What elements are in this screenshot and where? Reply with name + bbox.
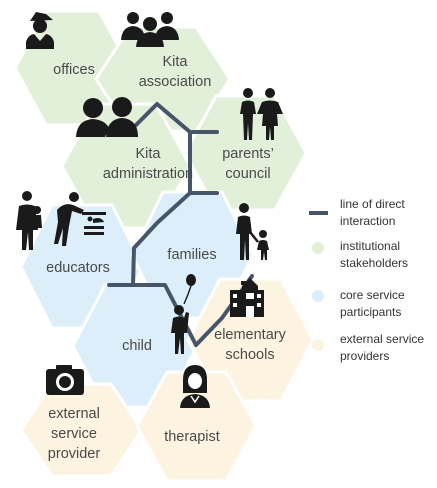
node-label-kita-administration: Kita administration (100, 144, 196, 184)
label-line: Kita (162, 54, 188, 70)
node-label-kita-association: Kita association (130, 52, 220, 92)
label-line: offices (53, 62, 95, 78)
label-line: institutional (340, 239, 401, 253)
label-line: external (48, 406, 100, 422)
label-line: therapist (164, 429, 220, 445)
label-line: child (122, 338, 152, 354)
group-of-three-icon (121, 12, 179, 47)
legend-institutional-dot (312, 242, 324, 254)
node-label-offices: offices (34, 60, 114, 80)
parent-and-child-icon (236, 203, 269, 260)
label-line: stakeholders (340, 255, 409, 270)
legend-core-dot (312, 290, 324, 302)
school-building-icon (230, 278, 264, 317)
label-line: parents’ (222, 146, 274, 162)
label-line: participants (340, 304, 402, 319)
node-label-external-service-provider: external service provider (34, 404, 114, 464)
node-label-elementary-schools: elementary schools (205, 325, 295, 365)
label-line: elementary (214, 327, 286, 343)
legend-label-core: core service participants (340, 287, 405, 320)
node-label-educators: educators (34, 258, 122, 278)
node-label-parents-council: parents’ council (208, 144, 288, 184)
label-line: core service (340, 288, 405, 302)
educator-with-children-icon (16, 191, 106, 250)
legend-label-line: line of direct interaction (340, 196, 405, 229)
couple-icon (240, 88, 283, 140)
label-line: council (225, 166, 271, 182)
label-line: external service (340, 332, 425, 346)
camera-icon (46, 365, 84, 395)
label-line: service (51, 426, 97, 442)
office-worker-icon (26, 12, 54, 49)
label-line: Kita (135, 146, 161, 162)
node-label-therapist: therapist (152, 427, 232, 447)
label-line: line of direct (340, 197, 405, 211)
child-with-balloon-icon (171, 274, 196, 354)
legend-label-external: external service providers (340, 331, 424, 364)
label-line: association (138, 74, 212, 90)
legend-label-institutional: institutional stakeholders (340, 238, 408, 271)
therapist-icon (180, 365, 210, 408)
node-label-families: families (152, 245, 232, 265)
label-line: educators (46, 260, 110, 276)
label-line: provider (47, 446, 101, 462)
label-line: interaction (340, 213, 396, 228)
hex-therapist (135, 370, 258, 483)
label-line: schools (225, 347, 275, 363)
label-line: families (167, 247, 217, 263)
two-people-icon (76, 97, 138, 137)
label-line: administration (102, 166, 194, 182)
node-label-child: child (112, 336, 162, 356)
legend-external-dot (312, 339, 324, 351)
label-line: providers (340, 348, 390, 363)
hex-external-service-provider (19, 382, 144, 478)
